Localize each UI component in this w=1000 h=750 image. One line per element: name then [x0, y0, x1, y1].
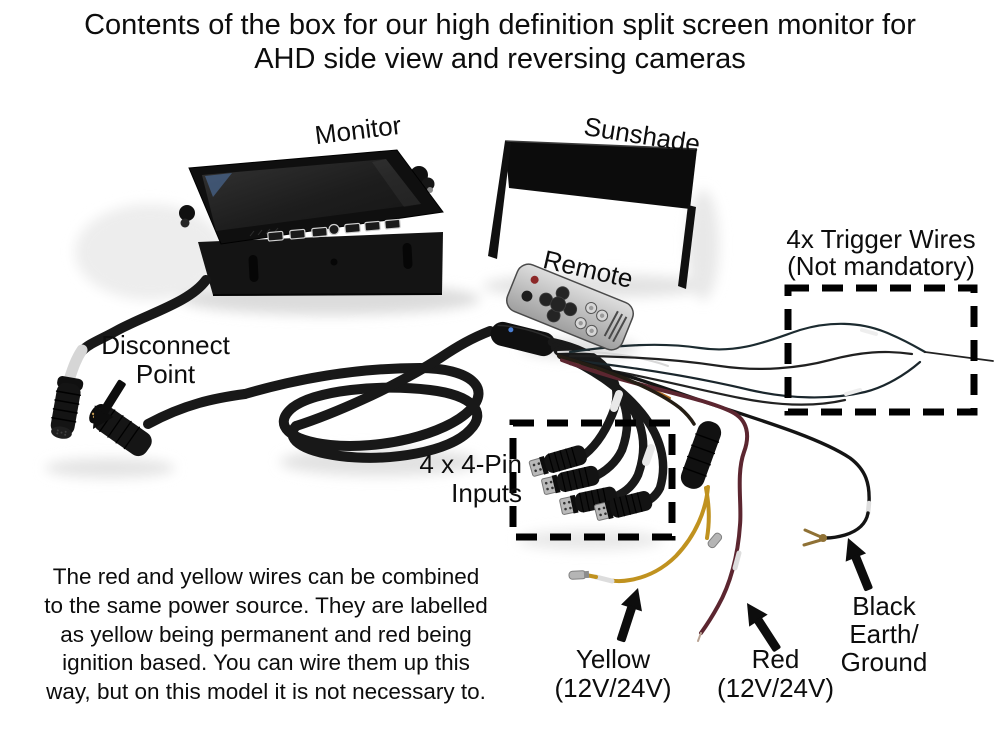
- yellow-power-wire: [557, 354, 723, 584]
- page-title: Contents of the box for our high definit…: [0, 8, 1000, 76]
- four-pin-inputs-dashed-box: [509, 419, 676, 541]
- label-black-wire: Black Earth/ Ground: [840, 591, 928, 677]
- yellow-wire-arrow-icon: [610, 584, 649, 645]
- white-heatshrink-band: [64, 344, 88, 383]
- main-cable-coil: [240, 326, 495, 463]
- red-power-wire: [560, 358, 750, 642]
- trigger-wires: [557, 322, 994, 406]
- label-red-wire: Red (12V/24V): [716, 644, 835, 703]
- label-yellow-wire: Yellow (12V/24V): [554, 644, 672, 703]
- label-trigger-wires: 4x Trigger Wires (Not mandatory): [786, 224, 976, 281]
- mount-knob-left: [179, 205, 195, 221]
- remote-dpad: [539, 286, 578, 323]
- screen-glare: [205, 173, 232, 197]
- black-wire-arrow-icon: [837, 533, 880, 595]
- black-earth-wire: [563, 356, 872, 547]
- four-pin-connectors: [528, 445, 653, 521]
- label-four-pin-inputs: 4 x 4-Pin Inputs: [419, 449, 522, 508]
- monitor-photo: [179, 149, 444, 296]
- spade-terminal-yellow-2: [707, 532, 723, 549]
- monitor-buttons: [267, 218, 401, 242]
- remote-power-button: [530, 275, 539, 284]
- label-disconnect-point: Disconnect Point: [101, 330, 230, 389]
- note-paragraph: The red and yellow wires can be combined…: [44, 564, 488, 705]
- title-line-1: Contents of the box for our high definit…: [84, 9, 916, 41]
- fuse-holder: [680, 421, 722, 489]
- connector-female: [50, 375, 84, 439]
- title-line-2: AHD side view and reversing cameras: [254, 43, 746, 75]
- trigger-wires-dashed-box: [784, 284, 978, 416]
- remote-photo: [506, 263, 634, 351]
- led-indicator: [508, 327, 514, 333]
- spade-terminal-yellow: [568, 570, 590, 580]
- junction-module: [490, 321, 556, 357]
- sunshade-photo: [488, 140, 698, 289]
